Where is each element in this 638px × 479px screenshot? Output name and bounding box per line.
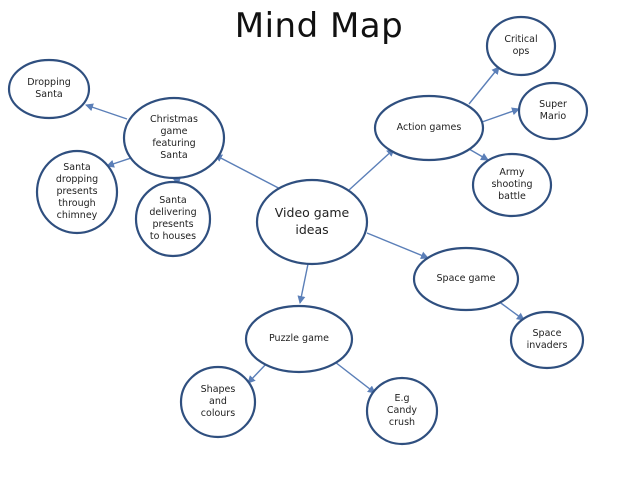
connector-action-to-mario [481,107,520,123]
connector-puzzle-to-shapes [247,361,269,384]
node-invaders-bubble [509,310,585,370]
node-center-bubble [255,178,369,266]
node-christmas-bubble [122,96,226,180]
connector-puzzle-to-candy [334,361,376,394]
connector-center-to-puzzle [297,263,309,304]
connector-center-to-action [348,148,395,191]
node-chimney-bubble [35,149,119,235]
connector-center-to-space [366,232,429,260]
page-title: Mind Map [234,6,404,46]
node-candy-bubble [365,376,439,446]
node-space-bubble [412,246,520,312]
connector-center-to-christmas [214,154,291,195]
node-delivering-bubble [134,180,212,258]
connector-action-to-army [468,148,489,161]
connector-action-to-critical [468,66,500,105]
connector-space-to-invaders [497,300,525,321]
node-action-bubble [373,94,485,162]
node-dropping-bubble [7,58,91,120]
node-mario-bubble [517,81,589,141]
node-critical-bubble [485,15,557,77]
node-army-bubble [471,152,553,218]
connector-christmas-to-dropping [85,103,128,120]
node-shapes-bubble [179,365,257,439]
node-puzzle-bubble [244,304,354,374]
